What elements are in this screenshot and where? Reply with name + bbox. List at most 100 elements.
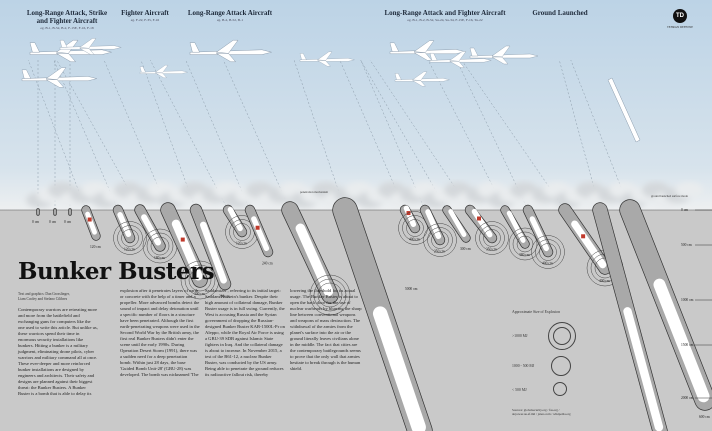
ground-launched-note: ground launched surface mode — [651, 194, 689, 198]
trajectory-line — [140, 59, 197, 211]
depth-label: 0 cm — [49, 220, 56, 224]
penetration-tunnel: 600 cm — [619, 199, 712, 419]
trajectory-line — [360, 59, 426, 211]
penetration-tunnel — [281, 201, 351, 316]
explosion-ring — [184, 264, 216, 296]
explosion-ring — [535, 239, 561, 265]
explosion-ring — [539, 243, 557, 261]
bomb — [403, 205, 417, 228]
explosion-legend: Approximate Size of Explosion >1000 MJ 1… — [508, 300, 578, 416]
explosion-ring — [479, 225, 505, 251]
depth-label: 300 cm — [194, 292, 205, 296]
trajectory-line — [185, 59, 251, 211]
bomb — [251, 216, 270, 252]
explosion-ring — [406, 219, 424, 237]
trajectory-line — [28, 59, 87, 211]
aircraft — [299, 51, 355, 67]
explosion-ring — [512, 231, 538, 257]
penetration-tunnel: 120 cm — [222, 204, 259, 249]
depth-label: 390 cm — [219, 295, 230, 299]
sources: Sources: globalsecurity.org / fas.org / … — [512, 408, 571, 416]
depth-label: 0 cm — [32, 220, 39, 224]
depth-scale-tick: 1000 cm — [681, 298, 712, 302]
legend-ring-medium — [551, 356, 571, 376]
svg-text:2000 cm: 2000 cm — [681, 396, 694, 400]
body-column-3: Saddamizer', referring to its initial ta… — [205, 288, 285, 377]
svg-text:500 cm: 500 cm — [681, 243, 692, 247]
explosion-ring — [117, 225, 143, 251]
penetration-tunnel — [592, 202, 668, 431]
penetration-tunnel: 120 cm — [112, 204, 147, 255]
depth-label: 400 cm — [542, 262, 553, 266]
explosion-ring — [313, 278, 347, 312]
header-long-range-strike: Long-Range Attack, Strike and Fighter Ai… — [26, 9, 108, 30]
bomb — [171, 219, 203, 281]
explosion-ring — [146, 232, 174, 260]
legend-ring-small — [553, 382, 567, 396]
bomb — [623, 307, 664, 431]
bomb — [117, 212, 132, 238]
body-column-1: Contemporary warriors are retreating mor… — [18, 307, 98, 396]
legend-title: Approximate Size of Explosion — [512, 310, 560, 314]
penetration-tunnel: 350 cm — [464, 204, 509, 255]
smoke-clouds — [26, 182, 703, 208]
depth-label: 180 cm — [154, 256, 165, 260]
explosion-ring — [431, 231, 449, 249]
svg-text:1500 cm: 1500 cm — [681, 343, 694, 347]
depth-scale-tick: 1500 cm — [681, 343, 712, 347]
credits: Text and graphics: Dan Grosslinger, Liam… — [18, 292, 70, 301]
depth-label: 300 cm — [460, 247, 471, 251]
explosion-ring — [531, 235, 565, 269]
bomb — [529, 216, 549, 252]
trajectory-line — [293, 59, 346, 211]
depth-label: 350 cm — [486, 248, 497, 252]
svg-text:1000 cm: 1000 cm — [681, 298, 694, 302]
svg-text:0 cm: 0 cm — [681, 208, 688, 212]
bomb — [200, 221, 227, 284]
explosion-ring — [423, 223, 457, 257]
trajectory-line — [223, 59, 291, 211]
penetration-tunnel: 0 cm — [32, 208, 40, 224]
body-column-2: explosion after it penetrates layers of … — [120, 288, 200, 377]
penetration-tunnel: 400 cm — [522, 204, 565, 269]
bomb — [506, 210, 526, 243]
bomb — [571, 220, 607, 269]
explosion-ring — [402, 215, 428, 241]
depth-label: 400 cm — [409, 238, 420, 242]
header-ground-launched: Ground Launched — [532, 9, 588, 17]
page-title: Bunker Busters — [18, 258, 215, 285]
bomb — [85, 211, 97, 235]
explosion-ring — [475, 221, 509, 255]
trajectory-line — [103, 59, 169, 211]
penetration-tunnel: 390 cm — [189, 203, 232, 299]
depth-label: 380 cm — [519, 253, 530, 257]
explosion-ring — [483, 229, 501, 247]
penetration-tunnel: 0 cm — [64, 208, 72, 224]
explosion-ring — [309, 274, 351, 316]
bomb — [295, 223, 334, 297]
explosion-ring — [233, 223, 251, 241]
penetration-tunnel: 0 cm — [49, 208, 57, 224]
legend-ring-large-inner — [553, 327, 571, 345]
depth-label: 120 cm — [236, 242, 247, 246]
explosion-ring — [427, 227, 453, 253]
aircraft — [189, 39, 272, 63]
bomb — [227, 206, 243, 232]
penetration-tunnel: 240 cm — [244, 204, 274, 266]
penetration-tunnel: 180 cm — [134, 204, 178, 264]
depth-scale-tick: 2000 cm — [681, 396, 712, 400]
td-logo[interactable]: TD — [673, 9, 687, 23]
depth-label: 0 cm — [64, 220, 71, 224]
penetration-note: penetration mechanism — [300, 190, 329, 194]
aircraft — [394, 71, 450, 87]
explosion-ring — [113, 221, 147, 255]
penetration-tunnel: 300 cm — [442, 205, 471, 251]
trajectory-line — [150, 59, 229, 211]
penetration-tunnel — [332, 197, 433, 431]
penetration-tunnel: 400 cm — [398, 204, 432, 245]
penetration-tunnel: 300 cm — [160, 202, 220, 300]
penetration-tunnel: 250 cm — [419, 204, 457, 257]
